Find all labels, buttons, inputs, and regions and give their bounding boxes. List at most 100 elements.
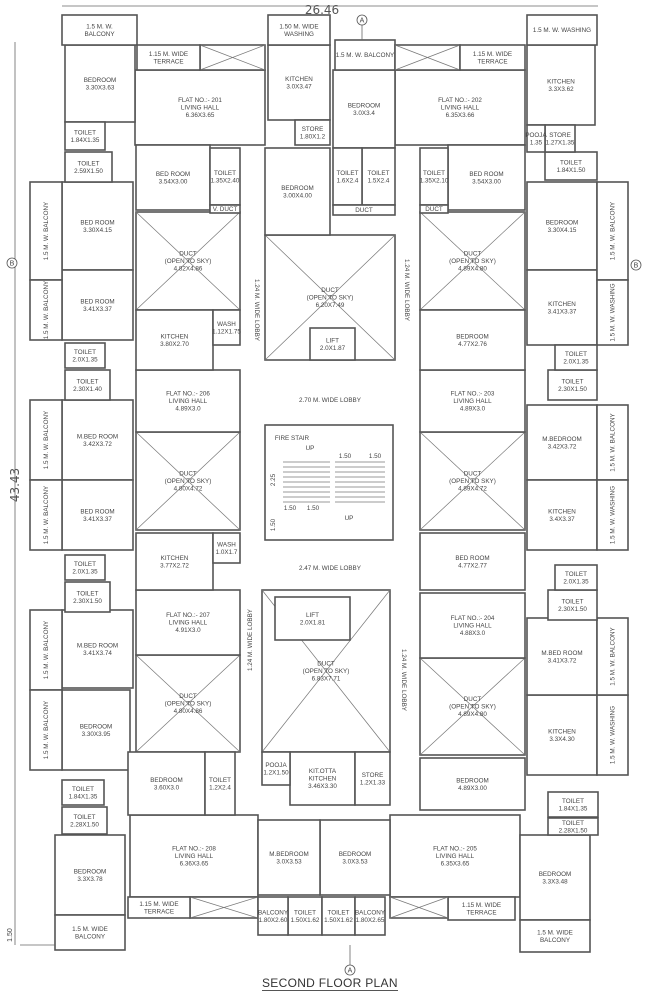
room-dimension: 1.35X2.10 — [420, 177, 449, 184]
room-dimension: (OPEN TO SKY) — [449, 258, 496, 265]
open-to-sky-cross — [135, 431, 241, 531]
room-outline — [361, 147, 396, 206]
room-name: DUCT — [464, 471, 482, 478]
room-name: 1.5 M. WIDE — [537, 929, 573, 936]
room-1-5-m-w-balcony: 1.5 M. W. BALCONY — [29, 279, 63, 341]
room-name: FLAT NO.:- 206 — [166, 391, 210, 398]
room-dimension: 4.91X3.0 — [175, 627, 201, 634]
room-outline — [274, 596, 351, 641]
room-duct: DUCT(OPEN TO SKY)4.89X4.80 — [419, 211, 526, 311]
room-dimension: 2.30X1.50 — [558, 386, 587, 393]
room-1-5-m-w-washing: 1.5 M. W. WASHING — [596, 694, 629, 776]
room-dimension: TERRACE — [153, 58, 183, 65]
room-dimension: 1.84X1.35 — [69, 793, 98, 800]
grid-marker-a-top: A — [356, 14, 368, 26]
room-outline — [29, 689, 63, 771]
room-dimension: 1.50X1.62 — [291, 917, 320, 924]
room-outline — [419, 532, 526, 591]
room-outline — [287, 896, 323, 936]
room-outline — [526, 694, 598, 776]
svg-text:1.50: 1.50 — [270, 518, 277, 531]
room-outline — [596, 479, 629, 551]
room-dimension: 3.41X3.37 — [83, 516, 112, 523]
room-outline — [419, 147, 449, 206]
room-dimension: 4.88X3.0 — [460, 630, 486, 637]
room-name: TOILET — [562, 378, 584, 385]
room-name: BEDROOM — [339, 851, 372, 858]
room-outline — [135, 532, 214, 591]
room-outline — [54, 914, 126, 951]
room-name: LIFT — [306, 612, 319, 619]
room-name: TOILET — [77, 378, 99, 385]
room-dimension: 4.77X2.76 — [458, 341, 487, 348]
room-name: M.BEDROOM — [269, 851, 309, 858]
open-to-sky-cross — [135, 654, 241, 753]
room-outline — [547, 369, 598, 401]
room-dimension: 1.84X1.35 — [71, 137, 100, 144]
room-1-5-m-w-balcony: 1.5 M. W. BALCONY — [334, 39, 396, 71]
room-name: 1.5 M. W. BALCONY — [43, 485, 50, 544]
room-name: V. DUCT — [213, 206, 238, 213]
room-duct: DUCT(OPEN TO SKY)4.80X4.86 — [135, 654, 241, 753]
room-1-5-m-w-washing: 1.5 M. W. WASHING — [526, 14, 598, 46]
room-outline — [64, 151, 113, 183]
room-name: DUCT — [179, 693, 197, 700]
svg-text:1.50: 1.50 — [339, 453, 352, 460]
room-outline — [554, 344, 598, 371]
room-dimension: BALCONY — [540, 937, 571, 944]
open-to-sky-cross — [264, 234, 396, 361]
room-dimension: 3.0X3.53 — [276, 858, 302, 865]
room-dimension: LIVING HALL — [441, 105, 480, 112]
room-outline — [212, 532, 241, 564]
room-name: POOJA — [265, 762, 287, 769]
room-outline — [135, 589, 241, 656]
room-name: 1.15 M. WIDE — [149, 51, 188, 58]
room-dimension: 4.89X4.72 — [458, 486, 487, 493]
room-dimension: 3.30X3.95 — [82, 731, 111, 738]
room-dimension: BALCONY — [84, 31, 115, 38]
room-outline — [61, 14, 138, 46]
room-name: KITCHEN — [161, 333, 189, 340]
room-outline — [209, 204, 241, 214]
room-dimension: 2.30X1.40 — [73, 386, 102, 393]
room-name: TOILET — [562, 820, 584, 827]
room-name: TOILET — [214, 170, 236, 177]
room-outline — [309, 327, 356, 361]
room-name: 1.5 M. W. BALCONY — [610, 626, 617, 685]
room-dimension: 3.00X4.00 — [283, 192, 312, 199]
room-name: KIT.OTTA — [309, 768, 337, 775]
room-outline — [319, 819, 391, 896]
room-name: BEDROOM — [539, 871, 572, 878]
room-dimension: 6.35X3.65 — [441, 861, 470, 868]
svg-text:A: A — [348, 968, 353, 975]
room-dimension: 1.84X1.35 — [559, 805, 588, 812]
room-name: DUCT — [355, 207, 373, 214]
open-to-sky-cross — [389, 896, 449, 919]
room-dimension: WASHING — [284, 31, 314, 38]
room-outline — [419, 309, 526, 371]
room-name: 1.5 M. W. WASHING — [610, 706, 617, 764]
room-outline — [204, 751, 236, 816]
